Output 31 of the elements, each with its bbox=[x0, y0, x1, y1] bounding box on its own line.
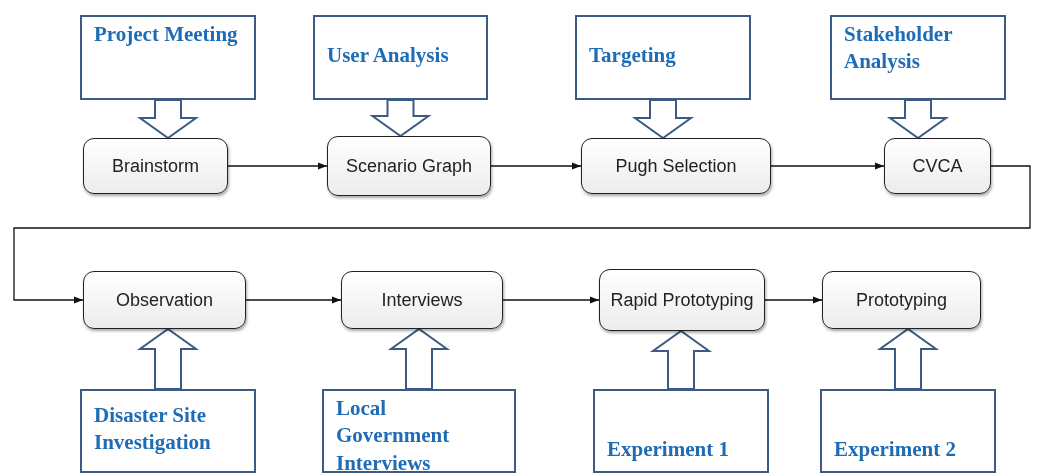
callout-label: Experiment 2 bbox=[834, 435, 957, 463]
arrow bbox=[502, 296, 600, 304]
callout-label: Stakeholder Analysis bbox=[844, 21, 954, 76]
callout-label: Project Meeting bbox=[94, 21, 239, 48]
process-box: Brainstorm bbox=[83, 138, 228, 194]
arrow bbox=[227, 162, 328, 170]
block-arrow bbox=[136, 327, 200, 390]
arrow bbox=[13, 165, 1031, 304]
block-arrow bbox=[886, 99, 950, 140]
block-arrow bbox=[136, 99, 200, 140]
callout-label: User Analysis bbox=[327, 41, 450, 69]
block-arrow bbox=[631, 99, 695, 140]
callout-label: Disaster Site Investigation bbox=[94, 401, 212, 456]
process-box: Scenario Graph bbox=[327, 136, 491, 196]
block-arrow bbox=[387, 327, 451, 390]
arrow bbox=[770, 162, 885, 170]
process-box: Prototyping bbox=[822, 271, 981, 329]
process-box: Rapid Prototyping bbox=[599, 269, 765, 331]
callout-label: Targeting bbox=[589, 41, 677, 69]
block-arrow bbox=[876, 327, 940, 390]
process-box: Interviews bbox=[341, 271, 503, 329]
process-box: Pugh Selection bbox=[581, 138, 771, 194]
block-arrow bbox=[649, 329, 713, 390]
callout-label: Local Government Interviews bbox=[336, 395, 451, 475]
callout-label: Experiment 1 bbox=[607, 435, 730, 463]
block-arrow bbox=[369, 99, 432, 138]
process-box: CVCA bbox=[884, 138, 991, 194]
arrow bbox=[245, 296, 342, 304]
arrow bbox=[764, 296, 823, 304]
arrow bbox=[490, 162, 582, 170]
process-box: Observation bbox=[83, 271, 246, 329]
